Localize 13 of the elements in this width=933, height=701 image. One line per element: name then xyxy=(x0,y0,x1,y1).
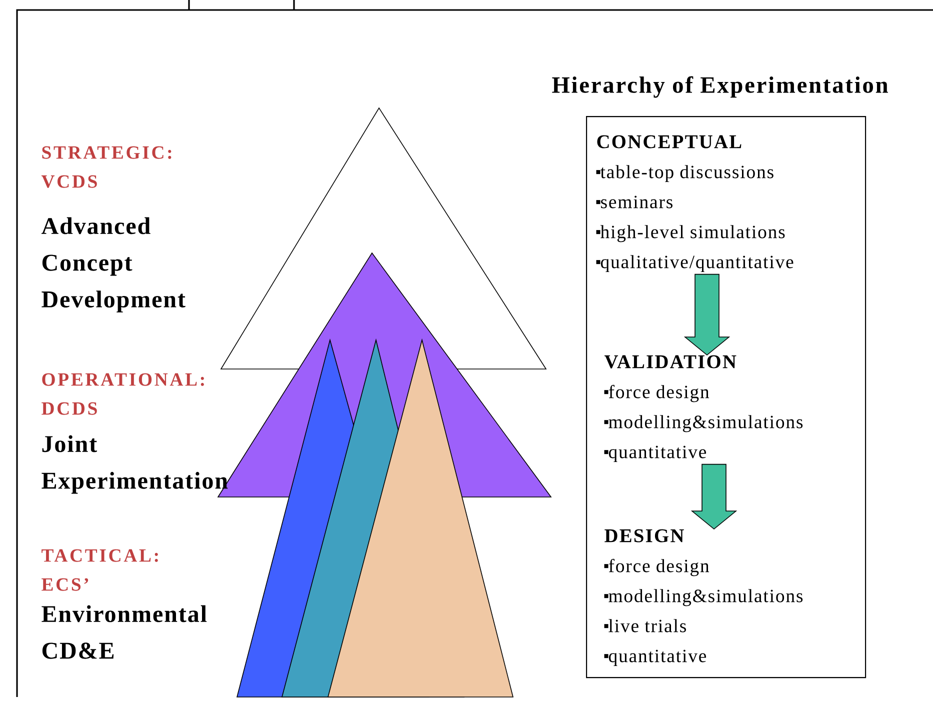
stage-section: DESIGN force design modelling&simulations live trials quantitative xyxy=(604,529,803,666)
level-label: Joint Experimentation xyxy=(42,435,228,494)
stage-box xyxy=(586,116,866,678)
level-label: Advanced Concept Development xyxy=(42,217,186,312)
level-heading: STRATEGIC: VCDS xyxy=(41,146,172,188)
level-heading: OPERATIONAL: DCDS xyxy=(42,373,204,415)
stage-section: VALIDATION force design modelling&simulations quantitative xyxy=(604,355,803,462)
block-arrow xyxy=(684,274,730,356)
title: Hierarchy of Experimentation xyxy=(552,76,888,98)
level-heading: TACTICAL: ECS’ xyxy=(42,549,158,591)
block-arrow xyxy=(690,464,738,530)
level-label: Environmental CD&E xyxy=(42,605,207,659)
stage-section: CONCEPTUAL table-top discussions seminars high-level simulations qualitative/quantitative xyxy=(596,135,794,272)
